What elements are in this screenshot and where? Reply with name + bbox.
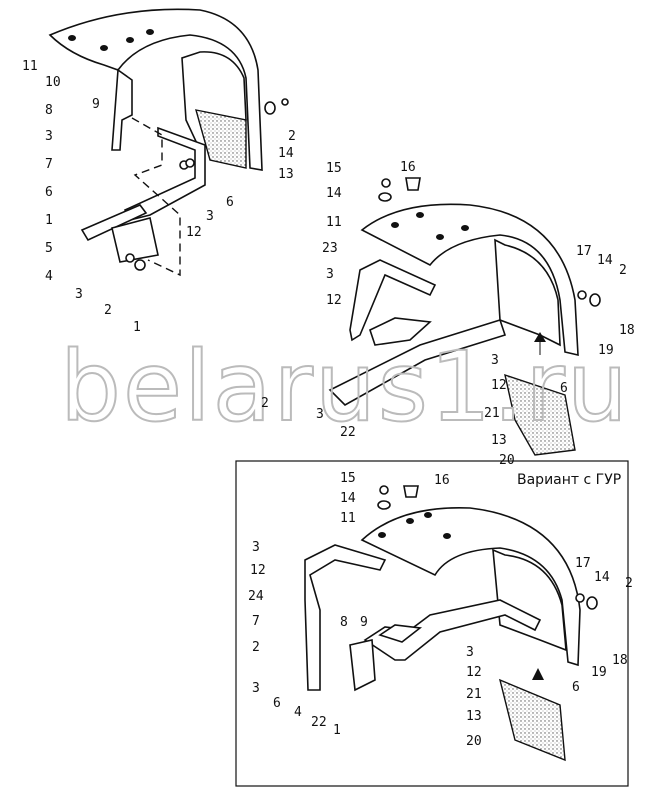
callout-22: 22: [340, 425, 356, 440]
callout-7: 7: [45, 157, 53, 172]
callout-15: 15: [340, 471, 356, 486]
callout-23: 23: [322, 241, 338, 256]
callout-3: 3: [75, 287, 83, 302]
callout-6: 6: [45, 185, 53, 200]
callout-6: 6: [273, 696, 281, 711]
callout-16: 16: [400, 160, 416, 175]
callout-3: 3: [466, 645, 474, 660]
callout-6: 6: [560, 381, 568, 396]
callout-14: 14: [278, 146, 294, 161]
callout-2: 2: [625, 576, 633, 591]
callout-16: 16: [434, 473, 450, 488]
callout-5: 5: [45, 241, 53, 256]
callout-2: 2: [252, 640, 260, 655]
callout-3: 3: [45, 129, 53, 144]
callout-11: 11: [340, 511, 356, 526]
callout-14: 14: [594, 570, 610, 585]
callout-12: 12: [491, 378, 507, 393]
callout-2: 2: [261, 396, 269, 411]
callout-19: 19: [598, 343, 614, 358]
callout-13: 13: [466, 709, 482, 724]
callout-8: 8: [45, 103, 53, 118]
callout-12: 12: [186, 225, 202, 240]
variant-title: Вариант с ГУР: [517, 472, 621, 488]
callout-12: 12: [326, 293, 342, 308]
callout-13: 13: [278, 167, 294, 182]
callout-24: 24: [248, 589, 264, 604]
callout-3: 3: [326, 267, 334, 282]
variant-box: [235, 460, 629, 787]
callout-3: 3: [252, 540, 260, 555]
callout-4: 4: [45, 269, 53, 284]
callout-8: 8: [340, 615, 348, 630]
callout-21: 21: [466, 687, 482, 702]
watermark: belarus1.ru: [60, 331, 630, 443]
callout-11: 11: [326, 215, 342, 230]
callout-7: 7: [252, 614, 260, 629]
callout-21: 21: [484, 406, 500, 421]
callout-17: 17: [576, 244, 592, 259]
callout-13: 13: [491, 433, 507, 448]
callout-6: 6: [226, 195, 234, 210]
fender-assembly-top-left: [48, 8, 289, 277]
callout-2: 2: [619, 263, 627, 278]
callout-20: 20: [466, 734, 482, 749]
callout-14: 14: [326, 186, 342, 201]
callout-3: 3: [316, 407, 324, 422]
callout-1: 1: [133, 320, 141, 335]
callout-1: 1: [333, 723, 341, 738]
callout-18: 18: [612, 653, 628, 668]
callout-11: 11: [22, 59, 38, 74]
callout-17: 17: [575, 556, 591, 571]
callout-9: 9: [92, 97, 100, 112]
callout-1: 1: [45, 213, 53, 228]
callout-12: 12: [250, 563, 266, 578]
fender-assembly-variant: [304, 485, 598, 762]
callout-2: 2: [104, 303, 112, 318]
callout-3: 3: [491, 353, 499, 368]
callout-20: 20: [499, 453, 515, 468]
callout-6: 6: [572, 680, 580, 695]
callout-12: 12: [466, 665, 482, 680]
callout-15: 15: [326, 161, 342, 176]
callout-14: 14: [340, 491, 356, 506]
callout-18: 18: [619, 323, 635, 338]
callout-22: 22: [311, 715, 327, 730]
callout-3: 3: [252, 681, 260, 696]
callout-9: 9: [360, 615, 368, 630]
fender-assembly-top-right: [328, 177, 601, 456]
callout-2: 2: [288, 129, 296, 144]
callout-10: 10: [45, 75, 61, 90]
callout-19: 19: [591, 665, 607, 680]
callout-4: 4: [294, 705, 302, 720]
callout-3: 3: [206, 209, 214, 224]
callout-14: 14: [597, 253, 613, 268]
